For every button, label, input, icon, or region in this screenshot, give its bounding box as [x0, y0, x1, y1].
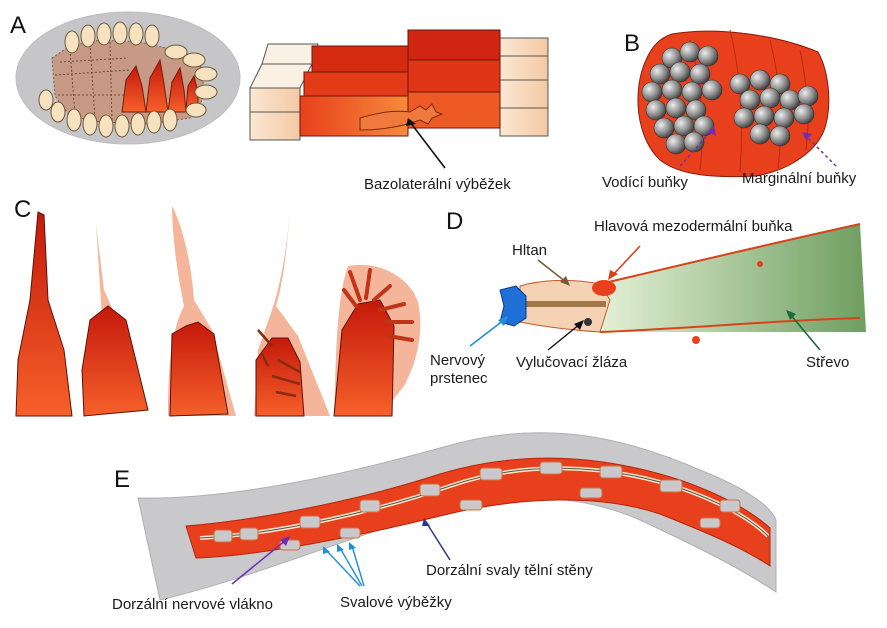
label-guide-cells: Vodící buňky	[602, 174, 688, 191]
panel-a-embryo	[16, 12, 240, 144]
panel-d-letter: D	[446, 208, 463, 236]
label-basolateral-process: Bazolaterální výběžek	[364, 176, 511, 193]
panel-b-letter: B	[624, 30, 640, 58]
label-dorsal-nerve-cord: Dorzální nervové vlákno	[112, 596, 273, 613]
label-muscle-arms: Svalové výběžky	[340, 594, 452, 611]
panel-a-cell-blocks	[250, 30, 548, 168]
label-pharynx: Hltan	[512, 242, 547, 259]
label-intestine: Střevo	[806, 354, 849, 371]
label-head-mesodermal-cell: Hlavová mezodermální buňka	[594, 218, 792, 235]
label-nerve-ring: Nervový prstenec	[430, 352, 510, 388]
panel-e-letter: E	[114, 466, 130, 494]
label-marginal-cells: Marginální buňky	[742, 170, 856, 187]
panel-b-cell-cluster	[638, 30, 836, 177]
label-dorsal-body-wall-muscles: Dorzální svaly tělní stěny	[426, 562, 593, 579]
panel-a-letter: A	[10, 12, 26, 40]
label-excretory-gland: Vylučovací žláza	[516, 354, 627, 371]
panel-c-cell-shapes	[16, 206, 420, 416]
panel-c-letter: C	[14, 196, 31, 224]
